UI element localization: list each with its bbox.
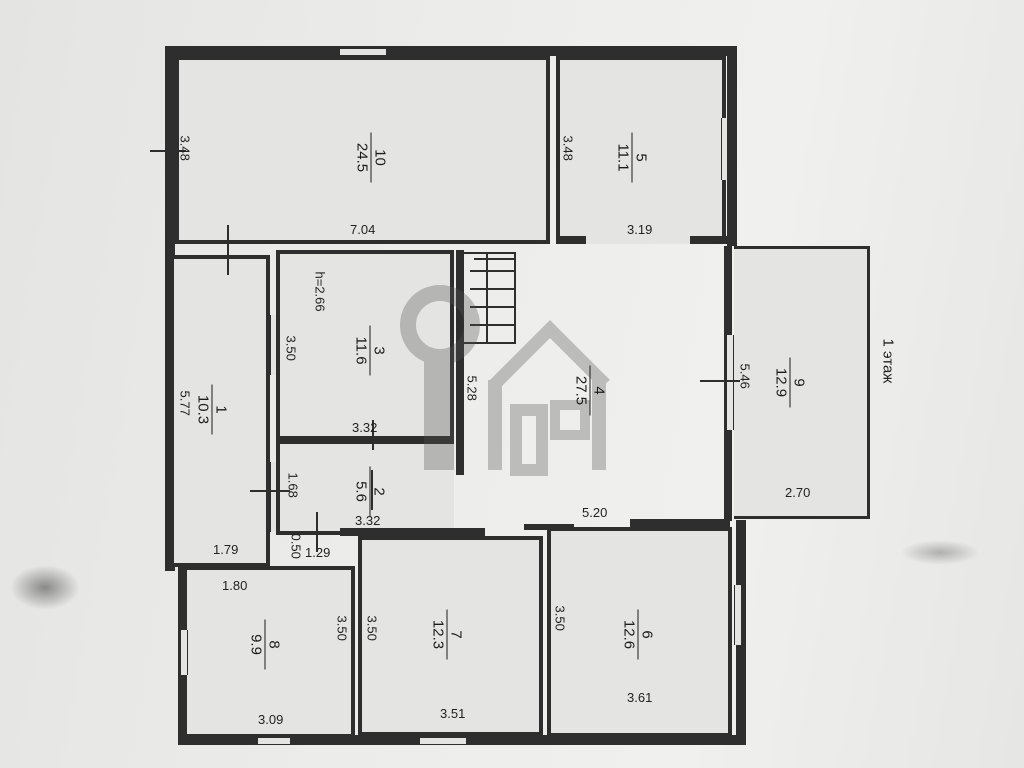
room-5-wall-bottom-left <box>556 236 586 244</box>
dimension-tick <box>372 420 374 450</box>
dimension-label: 5.28 <box>464 375 480 401</box>
room-label-3: 3 11.6 <box>352 325 388 376</box>
dimension-label: 1.80 <box>222 578 248 593</box>
window <box>258 737 290 745</box>
dimension-label: 3.09 <box>258 712 284 727</box>
stair-step <box>470 288 516 290</box>
room-label-4: 4 27.5 <box>572 365 608 416</box>
room-label-9: 9 12.9 <box>772 357 808 408</box>
dimension-label: 3.51 <box>440 706 466 721</box>
dimension-label: 3.19 <box>627 222 653 237</box>
room-number: 3 <box>369 325 388 376</box>
room-9-walls <box>734 246 870 519</box>
room-label-10: 10 24.5 <box>353 132 389 183</box>
room-area: 12.3 <box>429 619 447 650</box>
window <box>270 315 277 375</box>
dimension-label: 1.29 <box>305 545 331 560</box>
dimension-label: 3.50 <box>283 335 299 361</box>
room-3-walls <box>276 250 454 440</box>
window <box>180 630 188 675</box>
watermark-house-icon <box>400 285 610 476</box>
dimension-label: 3.48 <box>177 135 193 161</box>
dimension-label: 1.79 <box>213 542 239 557</box>
room-number: 10 <box>370 132 389 183</box>
dimension-tick <box>371 470 373 510</box>
dimension-tick <box>250 490 290 492</box>
ink-smudge <box>900 540 980 565</box>
staircase-rail <box>456 250 464 475</box>
room-number: 6 <box>637 609 656 660</box>
room-7-walls <box>358 536 543 736</box>
dimension-label: 3.61 <box>627 690 653 705</box>
dimension-label: 3.50 <box>334 615 350 641</box>
room-8-walls <box>183 566 355 738</box>
outer-wall-right <box>727 46 737 246</box>
dimension-label: 3.48 <box>560 135 576 161</box>
room-area: 11.6 <box>352 336 370 365</box>
hall-wall-bottom <box>340 528 485 536</box>
room-2-walls <box>276 440 454 535</box>
room-number: 9 <box>789 357 808 408</box>
dimension-tick <box>316 512 318 552</box>
room-area: 27.5 <box>572 375 590 406</box>
stair-step <box>470 324 516 326</box>
window <box>270 462 277 532</box>
dimension-label: 5.20 <box>582 505 608 520</box>
ink-smudge <box>10 565 80 610</box>
room-number: 5 <box>631 132 650 183</box>
dimension-label: 5.46 <box>737 363 753 389</box>
dimension-tick <box>227 225 229 275</box>
room-label-8: 8 9.9 <box>247 619 283 670</box>
hall-wall-bottom-right <box>630 519 730 527</box>
room-number: 7 <box>446 609 465 660</box>
room-label-2: 2 5.6 <box>352 466 388 517</box>
room-area: 24.5 <box>353 142 371 173</box>
dimension-label: 3.32 <box>355 513 381 528</box>
hall-wall-bottom-mid <box>524 524 574 530</box>
dimension-label: 5.77 <box>177 390 193 416</box>
outer-wall-left <box>165 46 175 246</box>
dimension-label: 3.50 <box>364 615 380 641</box>
floor-label: 1 этаж <box>879 338 897 384</box>
stair-arrow-line <box>474 258 514 260</box>
room-10-walls <box>175 56 550 244</box>
room-number: 1 <box>211 384 230 435</box>
dimension-label: 7.04 <box>350 222 376 237</box>
dimension-label: 2.70 <box>785 485 811 500</box>
room-label-7: 7 12.3 <box>429 609 465 660</box>
room-number: 4 <box>589 365 608 416</box>
window <box>721 118 728 180</box>
room-area: 12.6 <box>620 619 638 650</box>
room-number: 8 <box>264 619 283 670</box>
dimension-label: 3.32 <box>352 420 378 435</box>
dimension-tick <box>150 150 186 152</box>
room-area: 5.6 <box>352 481 370 502</box>
dimension-tick <box>700 380 740 382</box>
ceiling-height-label: h=2.66 <box>312 271 328 312</box>
room-label-6: 6 12.6 <box>620 609 656 660</box>
window <box>726 335 734 430</box>
window <box>734 585 742 645</box>
stair-divider <box>486 252 488 344</box>
window <box>340 48 386 56</box>
room-6-walls <box>547 527 732 737</box>
dimension-label: 1.68 <box>285 472 301 498</box>
room-number: 2 <box>369 466 388 517</box>
room-5-wall-bottom-right <box>690 236 730 244</box>
room-area: 10.3 <box>194 394 212 425</box>
room-area: 9.9 <box>247 634 265 655</box>
dimension-label: 0.50 <box>288 533 304 559</box>
room-area: 12.9 <box>772 367 790 398</box>
outer-wall-top <box>165 46 737 56</box>
dimension-label: 3.50 <box>552 605 568 631</box>
room-area: 11.1 <box>614 143 632 172</box>
stair-step <box>470 306 516 308</box>
room-1-walls <box>170 255 270 567</box>
stair-step <box>470 270 516 272</box>
room-label-1: 1 10.3 <box>194 384 230 435</box>
window <box>420 737 466 745</box>
room-label-5: 5 11.1 <box>614 132 650 183</box>
